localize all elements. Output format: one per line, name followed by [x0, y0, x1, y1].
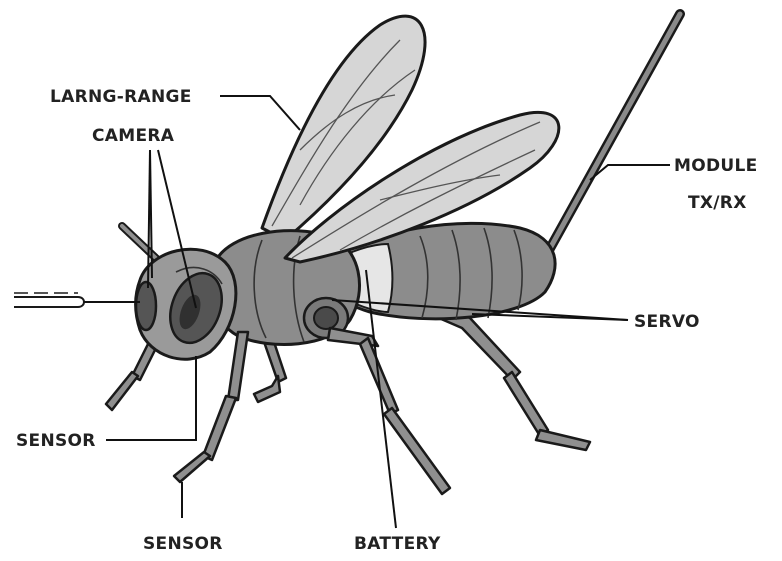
front-sensor-probe [14, 293, 84, 307]
label-module-line1: MODULE [674, 156, 758, 176]
labels: LARNG-RANGE CAMERA MODULE TX/RX SERVO SE… [16, 87, 758, 554]
label-sensor-bottom: SENSOR [143, 534, 223, 554]
label-long-range-camera-line1: LARNG-RANGE [50, 87, 192, 107]
antenna-mast [548, 14, 680, 252]
leader-module [590, 165, 670, 180]
label-long-range-camera-line2: CAMERA [92, 126, 175, 146]
label-battery: BATTERY [354, 534, 441, 554]
head [122, 226, 236, 359]
label-servo: SERVO [634, 312, 700, 332]
label-module-line2: TX/RX [688, 193, 747, 213]
leader-long-range-camera [220, 96, 300, 130]
label-sensor-left: SENSOR [16, 431, 96, 451]
camera-eye-left [136, 282, 156, 330]
